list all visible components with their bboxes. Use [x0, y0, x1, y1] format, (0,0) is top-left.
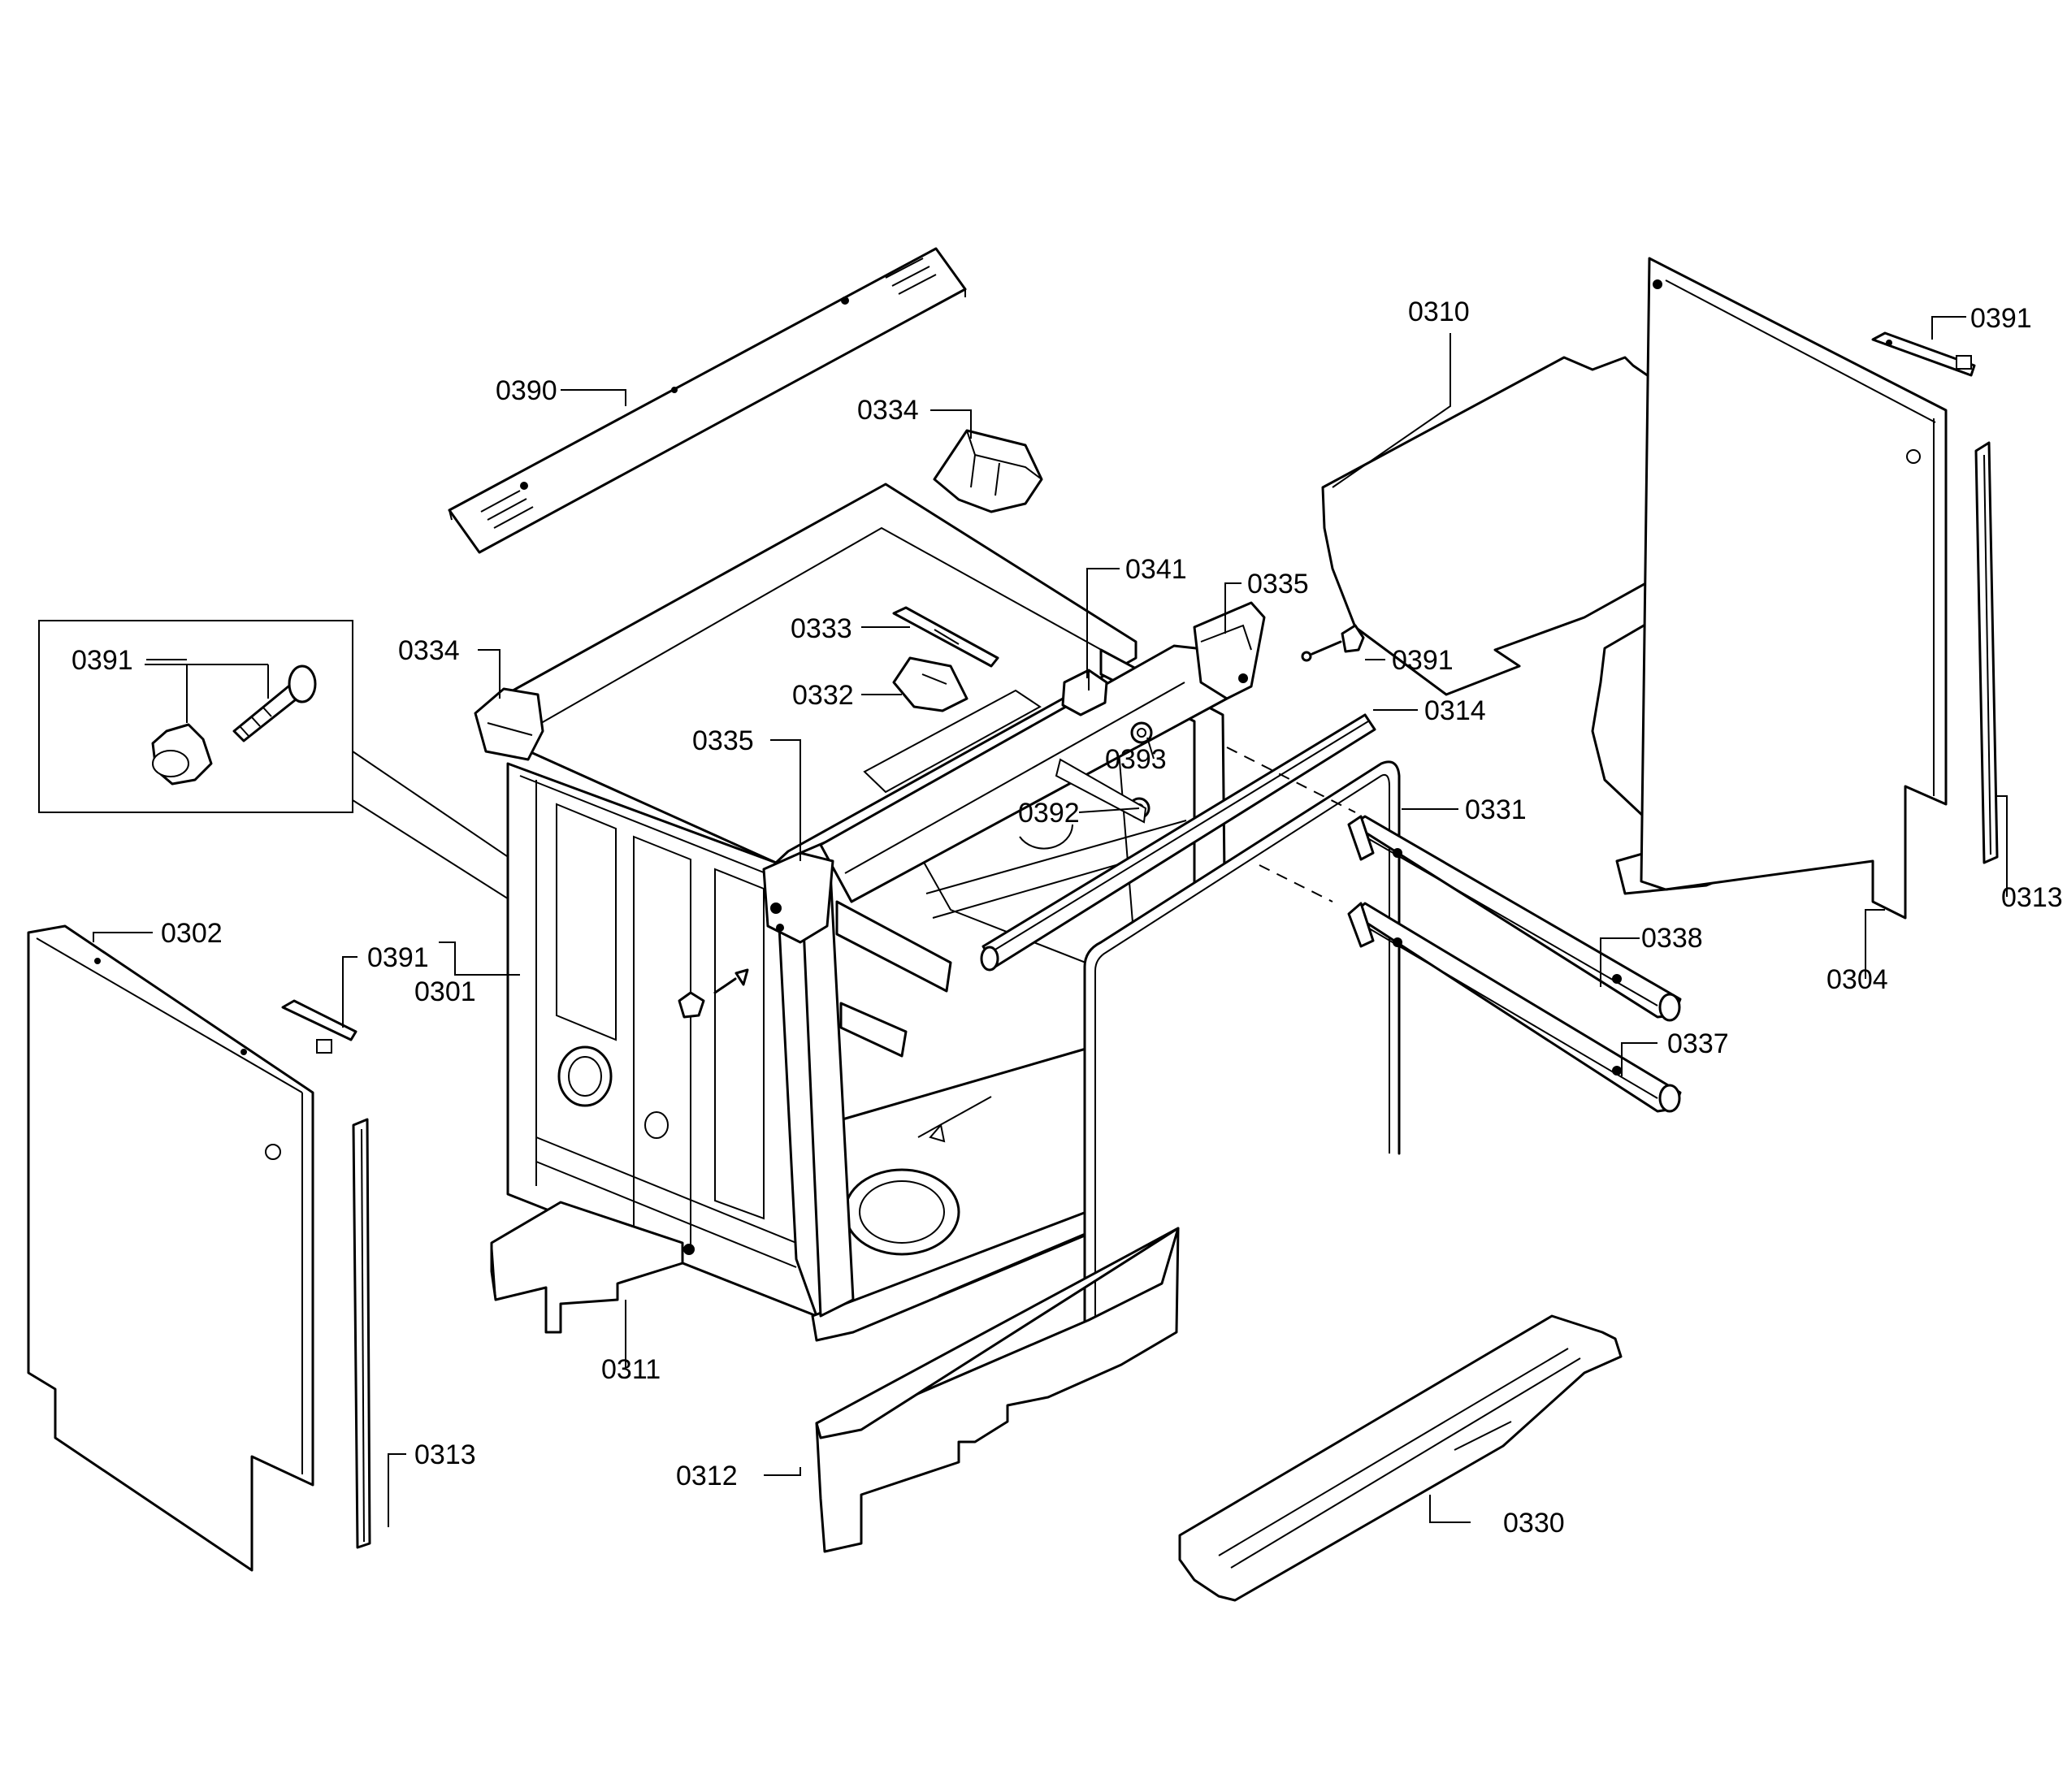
part-0391-clip-left	[281, 999, 358, 1054]
label-0313-left: 0313	[414, 1439, 476, 1470]
label-0334-top: 0334	[857, 395, 919, 426]
label-0301: 0301	[414, 976, 476, 1007]
label-0391-left: 0391	[367, 942, 429, 973]
label-0392: 0392	[1018, 798, 1080, 829]
part-0313-trim-left	[352, 1118, 371, 1549]
part-labels: 0390 0334 0310 0391 0341 0335 0333 0332 …	[72, 297, 2063, 1539]
label-0391-top-right: 0391	[1970, 303, 2032, 334]
part-0391-screw-anchor-mid	[1301, 624, 1365, 662]
inset-anchor	[151, 723, 213, 786]
label-0393: 0393	[1105, 744, 1167, 775]
label-0331: 0331	[1465, 794, 1527, 825]
vent-slots-right	[885, 258, 937, 295]
leader-lines	[93, 316, 2008, 1527]
label-0304: 0304	[1826, 964, 1888, 995]
label-0330: 0330	[1503, 1508, 1565, 1539]
part-0330-base-tray	[1178, 1314, 1623, 1602]
part-0311-insulation-block	[490, 1201, 684, 1334]
label-0341: 0341	[1125, 554, 1187, 585]
part-0312-front-insulation	[815, 1227, 1180, 1553]
label-0390: 0390	[496, 375, 557, 406]
part-0314-top-rail	[980, 713, 1376, 972]
part-0313-trim-right	[1974, 441, 1999, 864]
label-0313-right: 0313	[2001, 882, 2063, 913]
part-0331-door-gasket	[1083, 760, 1401, 1342]
label-0391-mid: 0391	[1392, 645, 1454, 676]
inset-detail-box	[38, 620, 353, 813]
label-0391-inset: 0391	[72, 645, 133, 676]
label-0314: 0314	[1424, 695, 1486, 726]
label-0337: 0337	[1667, 1028, 1729, 1059]
label-0335-right: 0335	[1247, 569, 1309, 599]
part-0304-right-panel	[1640, 257, 1948, 920]
label-0311: 0311	[601, 1354, 661, 1385]
inset-screw	[232, 664, 317, 742]
part-0301-tub	[474, 483, 1266, 1342]
part-0334-bracket-top	[933, 429, 1043, 513]
part-0390-top-plate	[448, 247, 967, 554]
label-0335-left: 0335	[692, 725, 754, 756]
label-0332: 0332	[792, 680, 854, 711]
part-0391-clip-top-right	[1871, 331, 1976, 377]
label-0334-left: 0334	[398, 635, 460, 666]
label-0333: 0333	[791, 613, 852, 644]
part-0338-rail	[1347, 815, 1682, 1022]
part-0337-rail	[1347, 902, 1682, 1113]
label-0302: 0302	[161, 918, 223, 949]
label-0338: 0338	[1641, 923, 1703, 954]
label-0310: 0310	[1408, 297, 1470, 327]
vent-slots-left	[480, 490, 534, 529]
part-0302-left-panel	[27, 924, 314, 1572]
label-0312: 0312	[676, 1461, 738, 1491]
